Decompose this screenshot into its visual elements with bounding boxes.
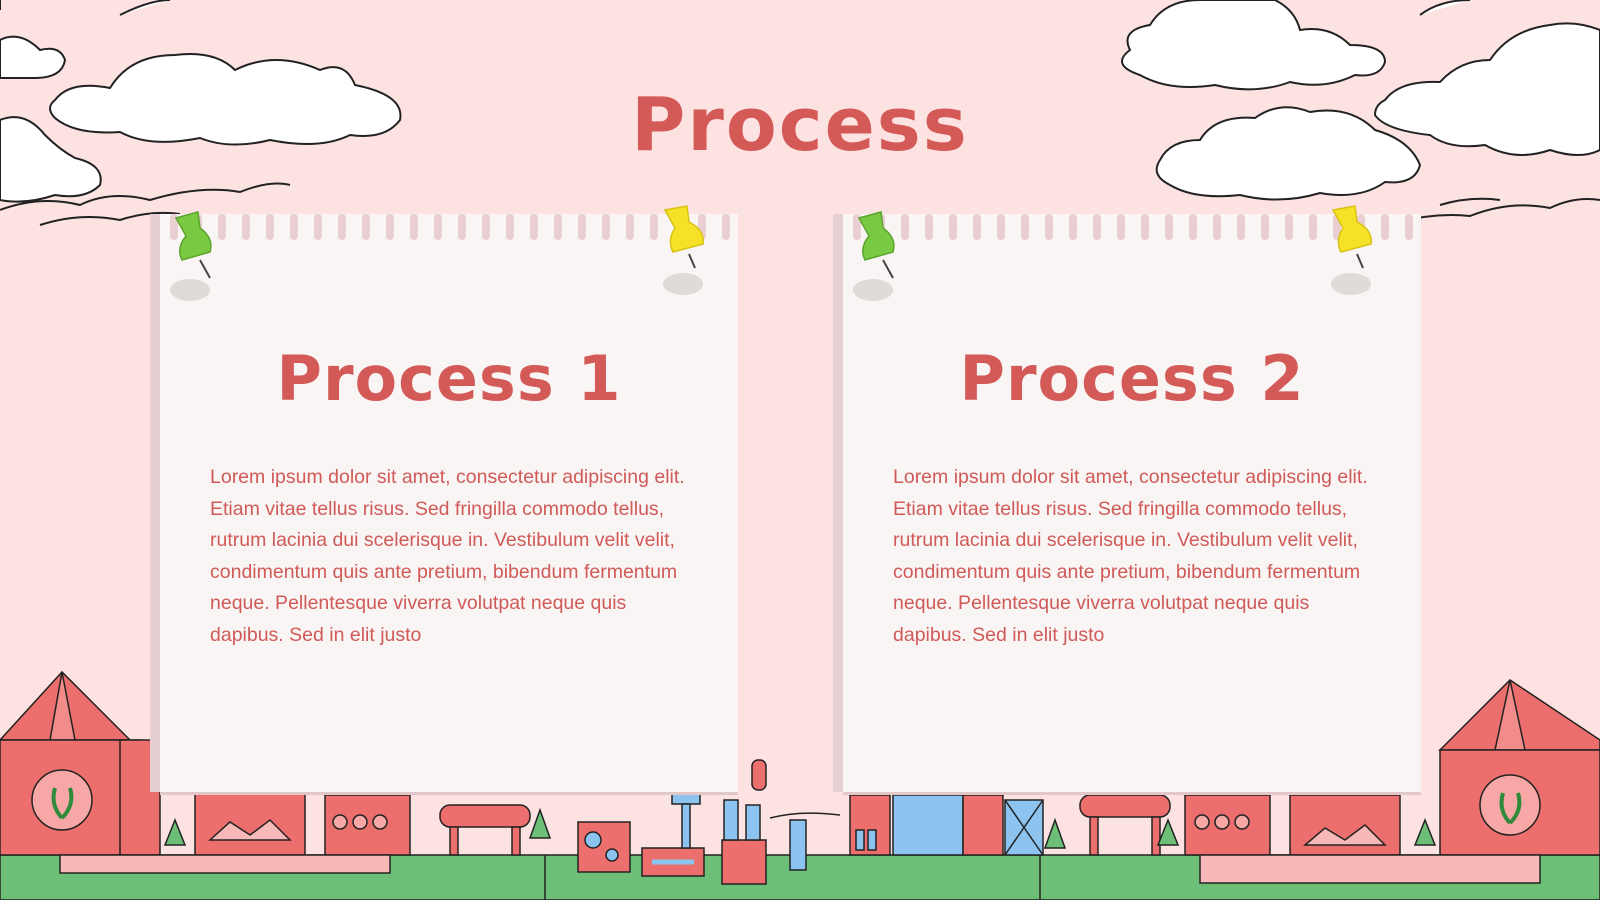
process-card-1: Process 1 Lorem ipsum dolor sit amet, co…: [160, 205, 738, 792]
left-pavilion-icon: [0, 670, 161, 856]
card-heading: Process 2: [959, 342, 1305, 415]
machines-icon: [577, 759, 841, 885]
notebook-holes: [170, 214, 730, 240]
green-pushpin-icon: [853, 211, 895, 301]
right-pavilion-icon: [1438, 679, 1600, 856]
cloud-icon: [0, 0, 402, 203]
yellow-pushpin-icon: [663, 205, 704, 295]
cloud-icon: [1121, 0, 1600, 201]
town-right-icon: [849, 794, 1541, 884]
wind-lines: [0, 182, 1600, 226]
town-left-icon: [59, 779, 552, 874]
slide-title: Process: [631, 82, 969, 168]
card-body-text: Lorem ipsum dolor sit amet, consectetur …: [893, 466, 1368, 646]
green-pushpin-icon: [170, 211, 212, 301]
yellow-pushpin-icon: [1331, 205, 1372, 295]
process-card-2: Process 2 Lorem ipsum dolor sit amet, co…: [843, 205, 1421, 792]
card-heading: Process 1: [276, 342, 622, 415]
card-body-text: Lorem ipsum dolor sit amet, consectetur …: [210, 466, 685, 646]
